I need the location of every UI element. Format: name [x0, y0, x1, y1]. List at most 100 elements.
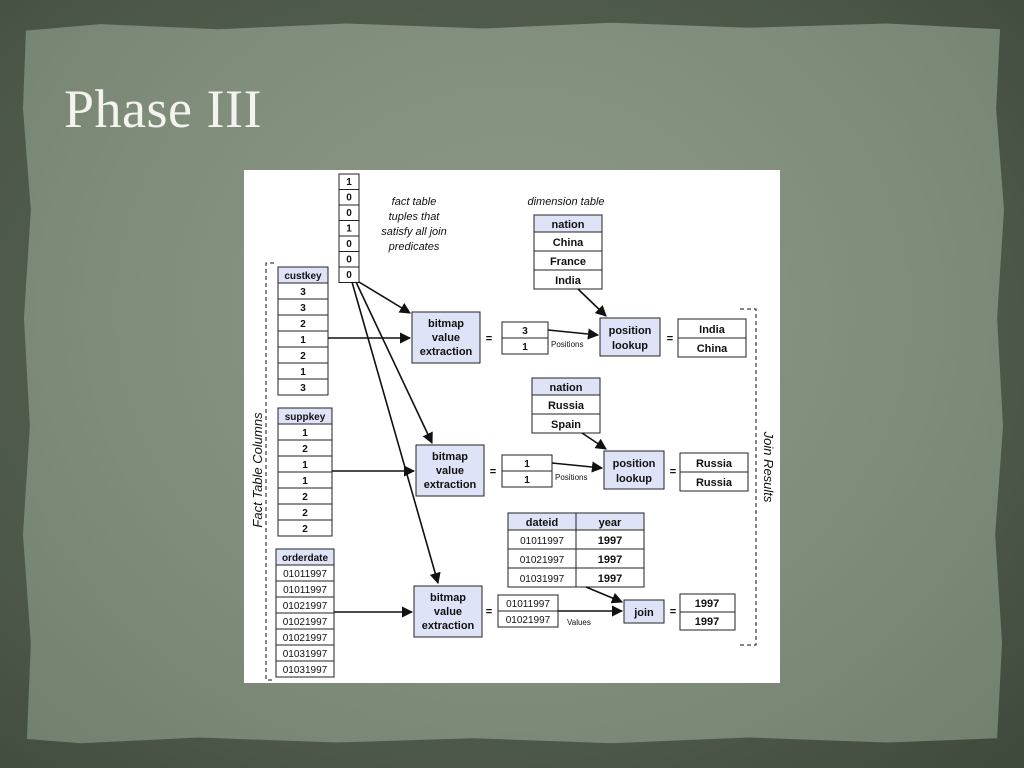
dateid-value: 01021997	[520, 555, 565, 566]
nation-dimension-table-2: nation Russia Spain	[531, 377, 601, 434]
fact-note-line: fact table	[392, 196, 437, 208]
bitmap-value: 1	[346, 224, 352, 235]
lookup-label: position	[609, 325, 652, 337]
flow-arrows	[328, 281, 624, 618]
arrow-line	[581, 432, 607, 450]
orderdate-value: 01021997	[283, 633, 328, 644]
date-dimension-table: dateid year 01011997 1997 01021997 1997 …	[507, 512, 645, 588]
custkey-value: 3	[300, 383, 306, 394]
nation-value: Spain	[551, 419, 581, 431]
arrow-line	[351, 281, 441, 585]
positions-label: Positions	[555, 473, 587, 482]
column-cell	[277, 378, 329, 396]
result-value: China	[697, 343, 728, 355]
extracted-value: 1	[524, 459, 530, 470]
dimension-header-label: nation	[550, 382, 583, 394]
custkey-value: 2	[300, 351, 306, 362]
extracted-value: 01021997	[506, 615, 551, 626]
bitmap-extraction-box	[415, 444, 485, 497]
extracted-value: 01011997	[506, 599, 550, 610]
column-header-label: suppkey	[285, 412, 326, 423]
equals-sign: =	[670, 466, 676, 478]
orderdate-pipeline: bitmap value extraction = 01011997 01021…	[413, 585, 736, 638]
bitmap-cell	[338, 266, 360, 283]
equals-sign: =	[486, 606, 492, 618]
bitmap-extraction-box	[411, 311, 481, 364]
arrow-line	[355, 281, 433, 445]
dimension-table-note: dimension table	[527, 196, 604, 208]
extraction-label: extraction	[422, 620, 475, 632]
suppkey-column: suppkey 1 2 1 1 2 2 2	[277, 407, 333, 537]
positions-label: Positions	[551, 340, 583, 349]
dateid-value: 01031997	[520, 574, 565, 585]
result-value: Russia	[696, 477, 733, 489]
lookup-label: lookup	[612, 340, 648, 352]
result-value: Russia	[696, 458, 733, 470]
column-cell	[277, 519, 333, 537]
suppkey-value: 1	[302, 460, 308, 471]
arrow-line	[585, 586, 624, 604]
fact-note-line: predicates	[388, 241, 440, 253]
custkey-value: 1	[300, 367, 306, 378]
extracted-cell	[497, 610, 559, 628]
fact-columns-bracket	[265, 262, 274, 681]
bitmap-value: 0	[346, 270, 352, 281]
orderdate-value: 01011997	[283, 569, 327, 580]
custkey-value: 3	[300, 303, 306, 314]
extraction-label: value	[434, 606, 462, 618]
orderdate-value: 01021997	[283, 601, 328, 612]
dimension-cell	[575, 567, 645, 588]
dimension-header-label: dateid	[526, 517, 558, 529]
fact-note-line: satisfy all join	[381, 226, 446, 238]
year-value: 1997	[598, 554, 622, 566]
dimension-cell	[531, 413, 601, 434]
column-header-label: orderdate	[282, 553, 329, 564]
join-results-bracket	[740, 308, 757, 646]
custkey-value: 1	[300, 335, 306, 346]
extraction-label: value	[436, 465, 464, 477]
bitmap-value: 0	[346, 208, 352, 219]
fact-note-line: tuples that	[389, 211, 441, 223]
equals-sign: =	[670, 606, 676, 618]
bitmap-value: 0	[346, 193, 352, 204]
join-diagram: 1 0 0 1 0 0 0 fact table tuples that sat…	[244, 170, 780, 683]
result-value: 1997	[695, 616, 719, 628]
arrow-line	[551, 461, 604, 473]
fact-table-note: fact table tuples that satisfy all join …	[381, 196, 446, 253]
year-value: 1997	[598, 535, 622, 547]
extraction-label: extraction	[420, 346, 473, 358]
nation-value: India	[555, 275, 582, 287]
bitmap-extraction-box	[413, 585, 483, 638]
equals-sign: =	[667, 333, 673, 345]
extraction-label: extraction	[424, 479, 477, 491]
lookup-label: position	[613, 458, 656, 470]
join-label: join	[633, 607, 654, 619]
result-cell	[679, 611, 736, 631]
extracted-cell	[501, 337, 549, 355]
column-cell	[275, 660, 335, 678]
diagram-canvas: 1 0 0 1 0 0 0 fact table tuples that sat…	[250, 173, 776, 681]
extracted-value: 3	[522, 326, 528, 337]
result-cell	[679, 471, 749, 492]
values-label: Values	[567, 618, 591, 627]
arrow-line	[577, 288, 607, 317]
orderdate-column: orderdate 01011997 01011997 01021997 010…	[275, 548, 335, 678]
nation-value: France	[550, 256, 586, 268]
equals-sign: =	[486, 333, 492, 345]
suppkey-value: 2	[302, 508, 308, 519]
extraction-label: bitmap	[430, 592, 466, 604]
join-box	[623, 599, 665, 624]
lookup-label: lookup	[616, 473, 652, 485]
position-lookup-box	[603, 450, 665, 490]
arrow-line	[358, 281, 411, 314]
extraction-label: value	[432, 332, 460, 344]
nation-dimension-table-1: nation China France India	[533, 214, 603, 290]
extracted-value: 1	[524, 475, 530, 486]
orderdate-value: 01031997	[283, 665, 328, 676]
extracted-cell	[501, 470, 553, 488]
extraction-label: bitmap	[432, 451, 468, 463]
custkey-value: 2	[300, 319, 306, 330]
dimension-cell	[533, 269, 603, 290]
column-header-label: custkey	[284, 271, 322, 282]
nation-value: Russia	[548, 400, 585, 412]
